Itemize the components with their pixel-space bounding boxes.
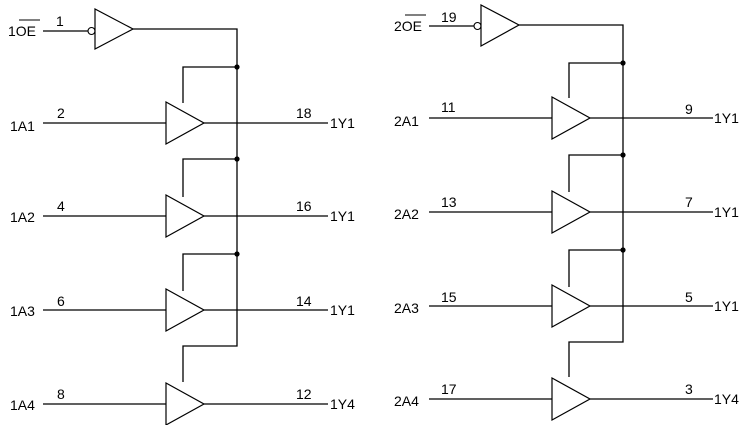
output-pin: 3 — [685, 381, 693, 397]
input-pin: 6 — [57, 293, 65, 309]
group-1-channel-4: 1A4 8 12 1Y4 — [10, 381, 355, 425]
enable-2-tap-2 — [568, 154, 623, 192]
group-2-channel-3: 2A3 15 5 1Y1 — [394, 283, 739, 329]
buffer-triangle — [551, 189, 592, 235]
enable-2-signal-label: 2OE — [394, 18, 422, 34]
buffer-triangle — [165, 100, 206, 146]
input-label: 2A2 — [394, 206, 419, 222]
enable-1-inverter-bubble — [87, 26, 96, 36]
output-pin: 14 — [296, 293, 312, 309]
buffer-triangle — [551, 95, 592, 141]
group-1-channel-1: 1A1 2 18 1Y1 — [10, 100, 355, 146]
output-label: 1Y1 — [330, 115, 355, 131]
input-label: 1A2 — [10, 209, 35, 225]
enable-2-pin: 19 — [441, 9, 457, 25]
input-label: 1A3 — [10, 303, 35, 319]
enable-1-signal-label: 1OE — [8, 23, 36, 39]
buffer-triangle — [165, 193, 206, 239]
output-label: 1Y1 — [714, 204, 739, 220]
group-2-channel-2: 2A2 13 7 1Y1 — [394, 189, 739, 235]
output-pin: 9 — [685, 101, 693, 117]
group-1-channel-2: 1A2 4 16 1Y1 — [10, 193, 355, 239]
enable-2-inverter-bubble — [473, 21, 482, 31]
output-label: 1Y1 — [714, 298, 739, 314]
enable-1-bus-wire — [133, 28, 238, 382]
input-pin: 4 — [57, 198, 65, 214]
output-label: 1Y1 — [714, 110, 739, 126]
input-pin: 11 — [441, 99, 456, 115]
group-1-channel-3: 1A3 6 14 1Y1 — [10, 287, 355, 333]
enable-1-tap-3 — [182, 253, 237, 291]
input-label: 2A1 — [394, 113, 419, 129]
buffer-triangle — [165, 287, 206, 333]
enable-2-buffer-triangle — [480, 4, 521, 48]
output-pin: 12 — [296, 386, 312, 402]
group-2-channel-4: 2A4 17 3 1Y4 — [394, 376, 739, 422]
group-1: 1OE 1 1A1 2 18 1Y1 1A2 4 — [8, 8, 355, 425]
input-label: 1A4 — [10, 397, 35, 413]
buffer-triangle — [551, 283, 592, 329]
input-label: 2A4 — [394, 393, 419, 409]
output-label: 1Y4 — [714, 391, 739, 407]
output-label: 1Y1 — [330, 302, 355, 318]
output-pin: 5 — [685, 289, 693, 305]
input-pin: 8 — [57, 386, 65, 402]
group-2: 2OE 19 2A1 11 9 1Y1 2A2 13 — [394, 4, 739, 422]
input-label: 1A1 — [10, 118, 35, 134]
enable-2-bus-wire — [519, 24, 624, 377]
enable-1: 1OE 1 — [8, 8, 240, 382]
output-label: 1Y1 — [330, 208, 355, 224]
input-pin: 17 — [441, 381, 457, 397]
input-pin: 15 — [441, 289, 457, 305]
output-label: 1Y4 — [330, 396, 355, 412]
input-label: 2A3 — [394, 300, 419, 316]
output-pin: 18 — [296, 105, 312, 121]
group-2-channel-1: 2A1 11 9 1Y1 — [394, 95, 739, 141]
buffer-triangle — [165, 381, 206, 425]
enable-1-buffer-triangle — [94, 8, 135, 50]
enable-1-pin: 1 — [56, 13, 64, 29]
enable-2-tap-3 — [568, 249, 623, 287]
input-pin: 13 — [441, 194, 457, 210]
enable-2: 2OE 19 — [394, 4, 626, 377]
enable-2-tap-1 — [568, 62, 623, 98]
input-pin: 2 — [57, 105, 65, 121]
enable-1-tap-1 — [182, 66, 237, 103]
output-pin: 7 — [685, 194, 693, 210]
buffer-triangle — [551, 376, 592, 422]
enable-1-tap-2 — [182, 158, 237, 197]
output-pin: 16 — [296, 198, 312, 214]
